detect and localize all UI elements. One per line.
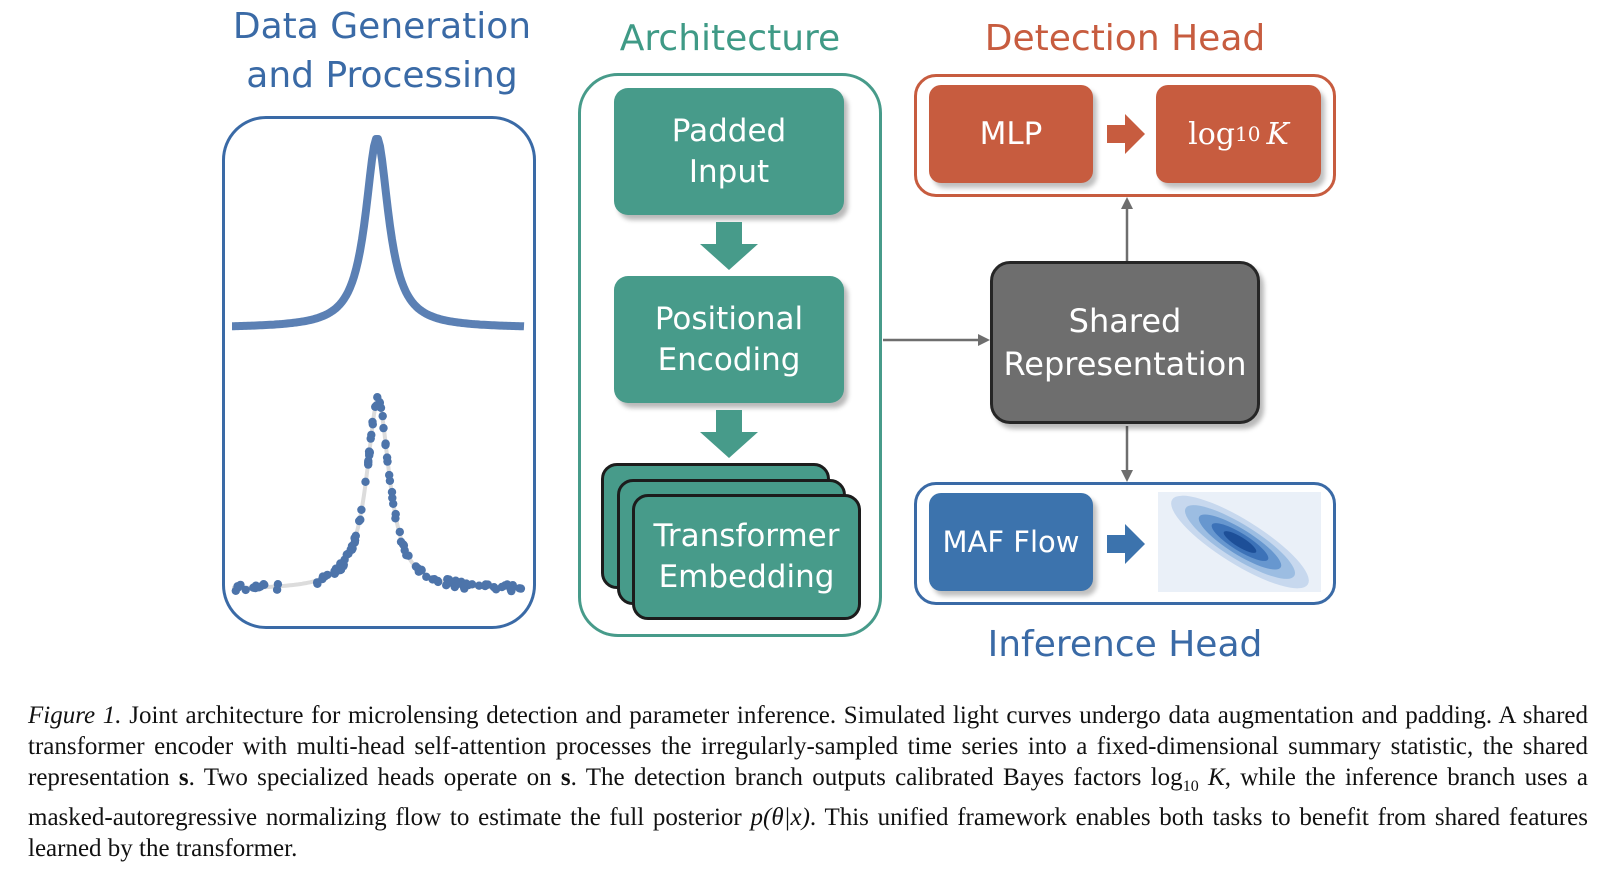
observed-point — [357, 505, 366, 514]
transformer-embedding-box: Transformer Embedding — [632, 494, 861, 620]
observed-point — [385, 476, 395, 485]
observed-point — [350, 533, 360, 543]
caption-symbol-s-1: s — [178, 764, 189, 791]
shared-representation-box: Shared Representation — [990, 261, 1260, 424]
padded-input-box: Padded Input — [614, 88, 844, 215]
observed-point — [467, 580, 477, 589]
data-generation-title: Data Generation and Processing — [222, 2, 542, 100]
detection-head-panel — [914, 74, 1336, 197]
right-arrow-inference — [1107, 524, 1145, 564]
observed-point — [364, 456, 373, 466]
observed-point — [398, 540, 408, 549]
observed-point — [368, 420, 377, 429]
mlp-box: MLP — [929, 85, 1093, 183]
log-subscript: 10 — [1235, 121, 1261, 146]
data-generation-title-line1: Data Generation — [232, 6, 532, 47]
architecture-title: Architecture — [619, 18, 841, 59]
down-arrow-2 — [700, 410, 758, 458]
arch-to-shared-arrowhead — [978, 334, 990, 346]
caption-K: K — [1208, 764, 1225, 791]
inference-head-title: Inference Head — [987, 624, 1263, 665]
caption-sentence-2: . Two specialized heads operate on — [188, 764, 552, 791]
caption-figure-label: Figure 1. — [28, 702, 122, 729]
maf-flow-box: MAF Flow — [929, 493, 1093, 591]
observed-point — [388, 493, 397, 503]
posterior-contour-plot — [1158, 492, 1321, 592]
observed-points — [231, 393, 526, 596]
transformer-embedding-label-line2: Embedding — [658, 559, 835, 595]
data-generation-title-line2: and Processing — [246, 55, 518, 96]
observed-point — [422, 572, 431, 581]
transformer-embedding-label-line1: Transformer — [653, 518, 840, 554]
observed-point — [391, 514, 400, 523]
observed-point — [417, 566, 426, 575]
down-arrow-1 — [700, 222, 758, 270]
caption-sentence-1: Joint architecture for microlensing dete… — [28, 702, 1588, 791]
observed-point — [339, 561, 348, 571]
observed-point — [241, 585, 250, 595]
shared-representation-label-line1: Shared — [1068, 301, 1182, 340]
observed-point — [433, 576, 442, 586]
observed-point — [507, 586, 516, 596]
observed-point — [320, 572, 330, 581]
observed-point — [332, 567, 341, 576]
observed-point — [344, 549, 353, 558]
shared-to-inference-arrowhead — [1121, 470, 1133, 482]
observed-point — [515, 584, 524, 593]
log-base: log — [1188, 116, 1235, 152]
right-arrow-detection — [1107, 114, 1145, 154]
observed-point — [254, 583, 264, 592]
observed-point — [450, 582, 459, 592]
observed-point — [372, 401, 381, 410]
observed-point — [367, 430, 376, 440]
positional-encoding-label-line2: Encoding — [657, 341, 801, 378]
shared-to-detection-arrowhead — [1121, 197, 1133, 209]
data-generation-panel — [222, 116, 536, 629]
observed-point — [378, 411, 387, 421]
caption-log-subscript: 10 — [1182, 778, 1199, 795]
observed-point — [233, 583, 242, 592]
observed-point — [365, 448, 374, 457]
observed-point — [497, 582, 507, 592]
connector-lines — [883, 197, 1133, 482]
positional-encoding-box: Positional Encoding — [614, 276, 844, 403]
caption-symbol-s-2: s — [560, 764, 571, 791]
observed-point — [474, 581, 484, 590]
shared-representation-label-line2: Representation — [1003, 344, 1247, 383]
caption-posterior: p(θ|x) — [750, 804, 810, 831]
observed-point — [489, 583, 499, 592]
padded-input-label-line2: Input — [688, 153, 770, 190]
figure-caption: Figure 1. Joint architecture for microle… — [28, 700, 1588, 864]
observed-point — [312, 578, 322, 587]
observed-point — [383, 457, 392, 466]
architecture-panel — [578, 73, 882, 637]
observed-point — [273, 580, 283, 589]
inference-head-panel — [914, 482, 1336, 605]
clean-light-curve — [230, 135, 526, 331]
observed-point — [395, 527, 404, 537]
caption-sentence-4: , while the inference branch uses a mask… — [28, 764, 1589, 831]
caption-sentence-5: . This unified framework enables both ta… — [28, 804, 1589, 862]
observed-point — [361, 477, 370, 486]
observed-point — [387, 487, 397, 497]
positional-encoding-label-line1: Positional — [654, 300, 804, 337]
detection-head-title: Detection Head — [984, 18, 1266, 59]
observed-point — [379, 423, 388, 433]
caption-log: log — [1150, 764, 1183, 791]
padded-input-label-line1: Padded — [671, 112, 787, 149]
observed-point — [356, 515, 365, 524]
observed-point — [347, 541, 357, 551]
light-curve-plots — [230, 135, 526, 596]
observed-point — [381, 439, 390, 448]
log-variable: K — [1266, 116, 1289, 152]
caption-sentence-3: . The detection branch outputs calibrate… — [570, 764, 1142, 791]
